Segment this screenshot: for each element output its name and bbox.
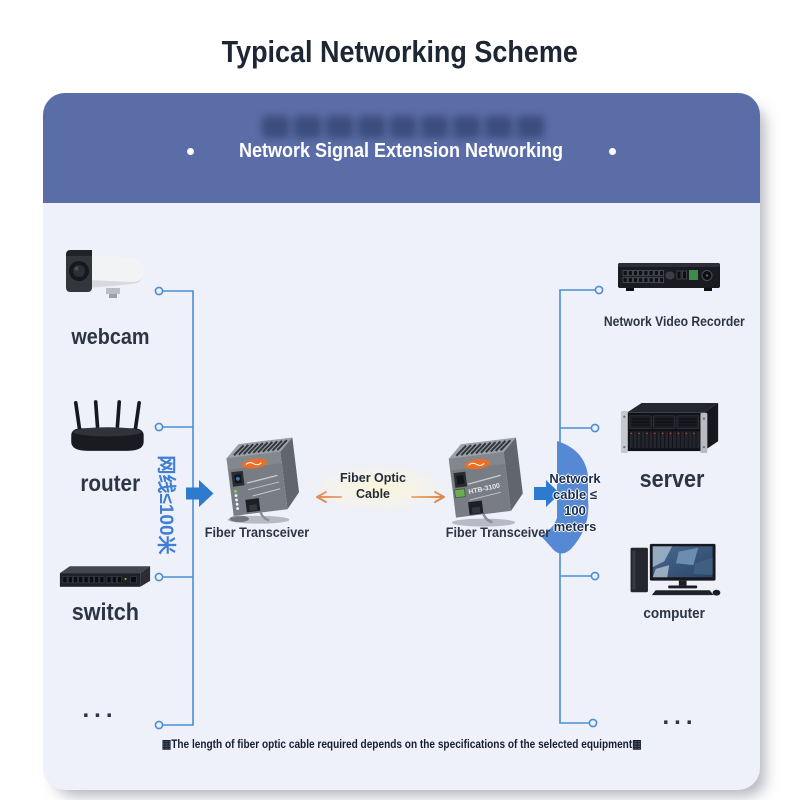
connector-nodes bbox=[154, 285, 604, 730]
left-blue-arrow-icon bbox=[186, 480, 214, 507]
fiber-transceiver-right-label: Fiber Transceiver bbox=[445, 524, 551, 540]
fiber-transceiver-left-image bbox=[226, 437, 300, 524]
switch-label: switch bbox=[71, 599, 139, 626]
router-image bbox=[71, 400, 144, 451]
page-title: Typical Networking Scheme bbox=[221, 34, 579, 69]
panel-header-row: Network Signal Extension Networking bbox=[43, 140, 760, 163]
left-connector-lines bbox=[163, 290, 194, 726]
server-image bbox=[620, 402, 719, 454]
fiber-cable-glow bbox=[303, 462, 453, 514]
router-label: router bbox=[80, 470, 140, 496]
swoosh-shape bbox=[541, 441, 589, 554]
server-label: server bbox=[639, 466, 705, 493]
fiber-cable-label: Fiber Optic Cable bbox=[340, 471, 406, 501]
right-cable-note: Network cable ≤ 100 meters bbox=[549, 471, 601, 534]
right-connector-lines bbox=[559, 289, 596, 724]
nvr-label: Network Video Recorder bbox=[603, 314, 745, 329]
switch-image bbox=[59, 566, 151, 587]
header-bullet-left-icon bbox=[187, 148, 195, 155]
footer-note: ▦The length of fiber optic cable require… bbox=[161, 737, 642, 751]
left-cable-note: 网线≤100米 bbox=[155, 455, 176, 555]
webcam-label: webcam bbox=[70, 324, 150, 349]
fiber-transceiver-right-image: HTB-3100 bbox=[448, 437, 523, 527]
ghost-watermark-text bbox=[262, 116, 545, 138]
right-blue-arrow-icon bbox=[534, 480, 560, 507]
left-ellipsis-label: ... bbox=[82, 696, 118, 723]
header-bullet-right-icon bbox=[608, 148, 616, 155]
computer-label: computer bbox=[643, 605, 705, 622]
panel-header-title: Network Signal Extension Networking bbox=[239, 140, 564, 162]
nvr-image bbox=[618, 263, 720, 291]
webcam-image bbox=[66, 250, 144, 298]
right-ellipsis-label: ... bbox=[662, 703, 698, 730]
computer-image bbox=[630, 543, 721, 596]
fiber-transceiver-left-label: Fiber Transceiver bbox=[204, 524, 310, 540]
panel-header-band bbox=[43, 93, 760, 203]
